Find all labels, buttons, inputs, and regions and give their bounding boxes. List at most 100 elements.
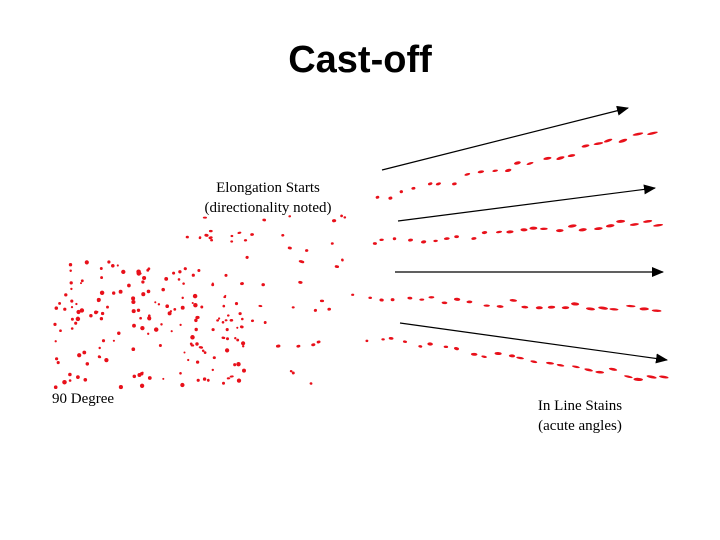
stain-drop xyxy=(142,275,147,281)
stain-drop xyxy=(464,173,471,176)
stain-drop xyxy=(100,276,104,280)
stain-drop xyxy=(70,327,74,330)
stain-drop xyxy=(70,305,74,309)
stain-drop xyxy=(132,323,136,328)
stain-drop xyxy=(191,301,194,305)
stain-drop xyxy=(89,313,93,318)
stain-drop xyxy=(481,355,487,358)
stain-drop xyxy=(578,228,587,232)
stain-drop xyxy=(379,298,384,302)
stain-drop xyxy=(183,351,186,354)
stain-drop xyxy=(121,269,126,275)
stain-drop xyxy=(224,319,228,322)
stain-drop xyxy=(368,296,373,300)
stain-drop xyxy=(76,375,80,379)
stain-drop xyxy=(131,347,136,352)
stain-drop xyxy=(160,323,163,326)
stain-drop xyxy=(98,346,101,350)
stain-drop xyxy=(313,308,317,312)
stain-drop xyxy=(136,269,141,274)
stain-drop xyxy=(97,299,100,303)
stain-drop xyxy=(392,237,397,241)
stain-drop xyxy=(181,296,184,300)
stain-drop xyxy=(556,364,565,367)
stain-drop xyxy=(236,378,242,383)
stain-drop xyxy=(206,378,210,382)
stain-drop xyxy=(141,292,146,297)
inline-stains-label: In Line Stains (acute angles) xyxy=(490,396,670,437)
stain-drop xyxy=(241,341,246,346)
stain-drop xyxy=(547,305,556,309)
stain-drop xyxy=(605,224,615,228)
stain-drop xyxy=(147,316,152,321)
stain-drop xyxy=(170,330,173,333)
stain-drop xyxy=(420,240,427,244)
stain-drop xyxy=(226,377,231,380)
stain-drop xyxy=(180,305,185,310)
stain-drop xyxy=(185,235,189,239)
stain-drop xyxy=(633,377,643,381)
stain-drop xyxy=(139,316,142,320)
stain-drop xyxy=(83,377,88,382)
stain-drop xyxy=(647,131,658,136)
stain-drop xyxy=(585,307,596,311)
stain-drop xyxy=(291,306,295,309)
stain-drop xyxy=(535,306,543,310)
elongation-label-line1: Elongation Starts xyxy=(216,180,320,196)
stain-drop xyxy=(287,246,292,250)
stain-drop xyxy=(584,368,593,372)
stain-drop xyxy=(291,371,295,375)
stain-drop xyxy=(651,309,662,312)
stain-drop xyxy=(388,196,393,200)
stain-drop xyxy=(154,301,157,304)
stain-drop xyxy=(433,239,438,243)
stain-drop xyxy=(179,372,182,375)
stain-drop xyxy=(158,343,162,348)
stain-drop xyxy=(381,338,385,341)
stain-drop xyxy=(195,315,200,320)
stain-drop xyxy=(211,283,215,287)
stain-drop xyxy=(112,291,116,295)
stain-drop xyxy=(581,144,590,148)
stain-drop xyxy=(340,214,343,218)
stain-drop xyxy=(443,237,450,240)
stain-drop xyxy=(351,293,355,296)
stain-drop xyxy=(618,138,628,143)
stain-drop xyxy=(309,382,313,385)
stain-drop xyxy=(137,373,142,377)
stain-drop xyxy=(407,296,413,300)
stain-drop xyxy=(222,381,225,385)
stain-drop xyxy=(192,293,198,299)
stain-drop xyxy=(311,343,316,347)
stain-drop xyxy=(118,289,123,294)
stain-drop xyxy=(365,339,369,343)
stain-drop xyxy=(572,365,580,369)
stain-drop xyxy=(435,182,441,186)
stain-drop xyxy=(198,346,204,349)
stain-drop xyxy=(195,342,199,346)
stain-drop xyxy=(639,307,649,311)
stain-drop xyxy=(567,154,576,158)
stain-drop xyxy=(190,335,195,340)
stain-drop xyxy=(298,280,303,284)
stain-drop xyxy=(153,327,159,332)
stain-drop xyxy=(399,190,403,194)
stain-drop xyxy=(281,234,285,237)
stain-drop xyxy=(146,289,151,294)
stain-drop xyxy=(229,319,234,322)
stain-drop xyxy=(140,325,145,331)
stain-drop xyxy=(233,363,237,367)
stain-drop xyxy=(194,327,198,332)
stain-drop xyxy=(201,349,205,352)
stain-drop xyxy=(112,339,115,342)
stain-drop xyxy=(169,310,173,313)
stain-drop xyxy=(75,302,78,306)
stain-drop xyxy=(508,354,516,358)
stain-drop xyxy=(198,236,202,240)
stain-drop xyxy=(202,377,207,381)
stain-drop xyxy=(147,332,150,335)
stain-drop xyxy=(164,276,169,281)
stain-drop xyxy=(289,370,293,373)
stain-drop xyxy=(227,314,230,317)
stain-drop xyxy=(165,304,170,309)
